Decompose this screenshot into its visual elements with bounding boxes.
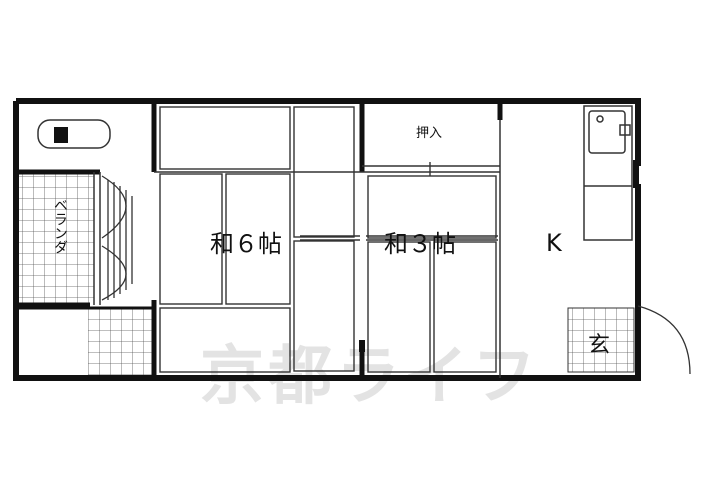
tatami-6 [159,106,355,373]
interior-walls [16,101,503,378]
room-label-genkan: 玄 [588,333,610,358]
room-label-kitchen: K [546,229,563,257]
genkan-floor [567,307,635,373]
room-label-veranda: ベランダ [52,198,68,254]
bath-tub [37,119,111,149]
pillars [359,160,639,352]
interior-lines [93,120,501,378]
room-label-washitsu-3: 和３帖 [384,230,456,258]
room-label-washitsu-6: 和６帖 [210,230,282,258]
sliding-doors [300,162,498,241]
outer-walls [13,98,641,381]
tatami-3 [367,175,497,373]
kitchen-counter [583,105,633,241]
veranda-area [18,174,152,378]
room-label-oshiire: 押入 [416,126,442,141]
door-arcs [101,175,691,375]
